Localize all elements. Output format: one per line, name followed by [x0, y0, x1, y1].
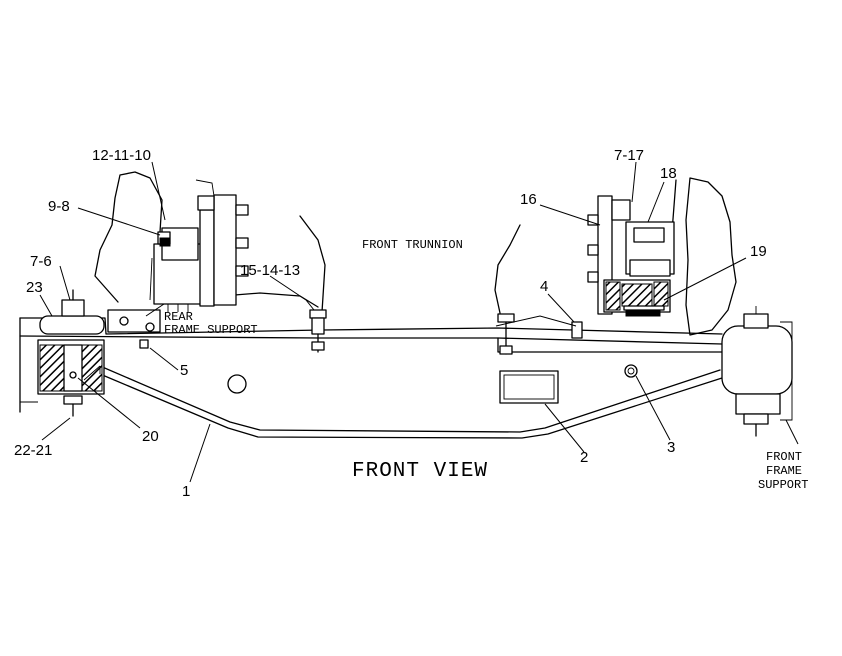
callout-7-17: 7-17 [614, 147, 644, 164]
front-frame-outline [671, 177, 737, 336]
callout-3: 3 [667, 439, 675, 456]
front-frame-support-label-1: FRONT [766, 450, 802, 464]
labels: FRONT VIEW FRONT TRUNNION REAR FRAME SUP… [14, 147, 808, 500]
callout-4: 4 [540, 278, 548, 295]
callout-7-6: 7-6 [30, 253, 52, 270]
center-bolt [497, 313, 583, 355]
front-trunnion-label: FRONT TRUNNION [362, 238, 463, 252]
rear-frame-support-label-2: FRAME SUPPORT [164, 323, 258, 337]
left-mount-assembly [20, 289, 105, 417]
callout-9-8: 9-8 [48, 198, 70, 215]
callout-19: 19 [750, 243, 767, 260]
front-trunnion-mount [587, 195, 675, 317]
front-trunnion-outline [221, 215, 521, 314]
callout-5: 5 [180, 362, 188, 379]
front-mount-assembly [721, 306, 793, 437]
callout-1: 1 [182, 483, 190, 500]
front-frame-support-label-2: FRAME [766, 464, 802, 478]
view-title: FRONT VIEW [352, 460, 488, 483]
rear-frame-support-label-1: REAR [164, 310, 193, 324]
callout-12-11-10: 12-11-10 [92, 147, 151, 164]
rear-frame-outline [94, 171, 163, 303]
callout-20: 20 [142, 428, 159, 445]
callout-23: 23 [26, 279, 43, 296]
callout-22-21: 22-21 [14, 442, 52, 459]
frame-details [83, 339, 638, 404]
main-frame-rail [19, 317, 723, 439]
callout-15-14-13: 15-14-13 [240, 262, 300, 279]
callout-18: 18 [660, 165, 677, 182]
callout-16: 16 [520, 191, 537, 208]
front-frame-support-label-3: SUPPORT [758, 478, 808, 492]
callout-2: 2 [580, 449, 588, 466]
bolt-15-14-13 [309, 309, 327, 353]
leader-lines [39, 161, 799, 483]
